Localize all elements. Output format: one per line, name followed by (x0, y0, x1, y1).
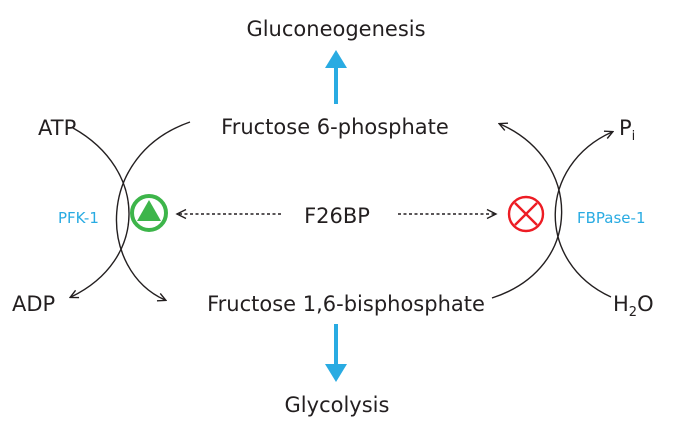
f16bp-to-f6p-arrow (491, 124, 563, 299)
atp-to-adp-arrow (71, 127, 130, 297)
h2o-subscript: 2 (629, 305, 637, 320)
gluconeogenesis-arrow-icon (325, 50, 347, 104)
fbpase-1-label: FBPase-1 (577, 209, 645, 227)
inhibition-cross-icon (507, 195, 545, 233)
pi-base: P (619, 116, 632, 140)
pi-subscript: i (632, 129, 636, 144)
f6p-to-f16bp-arrow (115, 121, 191, 300)
glycolysis-label: Glycolysis (285, 393, 390, 417)
h2o-label: H2O (613, 292, 654, 320)
activation-triangle-icon (130, 194, 168, 232)
fructose-6-phosphate-label: Fructose 6-phosphate (221, 115, 449, 139)
atp-label: ATP (38, 116, 76, 140)
f26bp-label: F26BP (304, 204, 370, 228)
h2o-h: H (613, 292, 629, 316)
h2o-o: O (637, 292, 654, 316)
gluconeogenesis-label: Gluconeogenesis (246, 17, 425, 41)
pi-label: Pi (619, 116, 635, 144)
glycolysis-arrow-icon (325, 324, 347, 382)
adp-label: ADP (12, 292, 55, 316)
pfk-1-label: PFK-1 (58, 209, 99, 227)
fructose-1-6-bisphosphate-label: Fructose 1,6-bisphosphate (207, 292, 485, 316)
h2o-to-pi-arrow (554, 132, 612, 298)
